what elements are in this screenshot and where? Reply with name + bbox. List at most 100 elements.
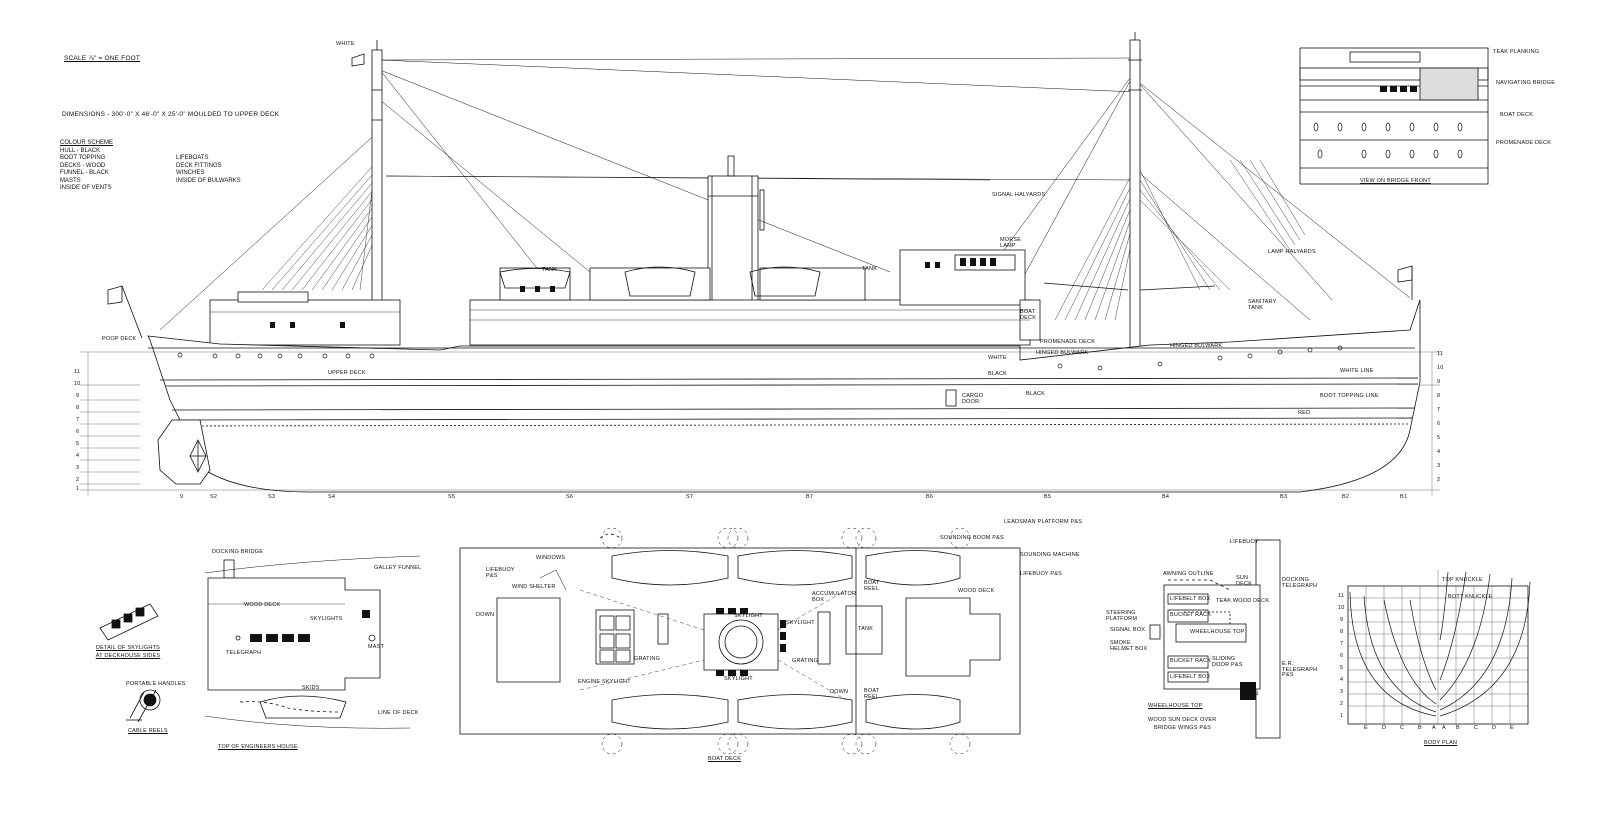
label-bridge-promenade-deck: PROMENADE DECK (1496, 140, 1552, 146)
aft-mast (351, 40, 383, 341)
cable-reel (126, 689, 161, 723)
label-skylight-side: SKYLIGHT (786, 620, 815, 626)
label-galley-funnel: GALLEY FUNNEL (374, 565, 422, 571)
colour-scheme-title: COLOUR SCHEME (60, 140, 114, 146)
colour-item: DECKS - WOOD (60, 162, 106, 169)
bp-wl: 2 (1340, 701, 1344, 707)
bp-wl: 9 (1340, 617, 1344, 623)
label-skylight-bottom: SKYLIGHT (724, 676, 753, 682)
bridge-front-view (1299, 47, 1489, 185)
wl-mark: 6 (76, 429, 80, 435)
colour-scheme-left: COLOUR SCHEME HULL - BLACK BOOT TOPPING … (60, 140, 113, 193)
bridge-front-caption: VIEW ON BRIDGE FRONT (1360, 178, 1431, 184)
label-skylight-top: SKYLIGHT (734, 613, 763, 619)
label-wood-deck-plan: WOOD DECK (958, 588, 995, 594)
label-smoke-helmet-box: SMOKE HELMET BOX (1110, 640, 1148, 652)
label-lifebelt-box-top: LIFEBELT BOX (1170, 596, 1211, 602)
colour-scheme-right: LIFEBOATS DECK FITTINGS WINCHES INSIDE O… (176, 155, 241, 185)
station-mark: S3 (268, 494, 276, 500)
wl-mark: 9 (1437, 379, 1441, 385)
label-white-line: WHITE LINE (1340, 368, 1374, 374)
engineers-house-caption: TOP OF ENGINEERS HOUSE (218, 744, 298, 750)
label-sanitary-tank: SANITARY TANK (1248, 299, 1277, 311)
label-skylights: SKYLIGHTS (310, 616, 343, 622)
wl-mark: 1 (76, 486, 80, 492)
wl-mark: 3 (76, 465, 80, 471)
station-mark: B4 (1162, 494, 1170, 500)
label-grating-aft: GRATING (634, 656, 661, 662)
boat-deck-caption: BOAT DECK (708, 756, 742, 762)
wheelhouse-caption-1: WHEELHOUSE TOP (1148, 703, 1203, 709)
label-leadsman-platform: LEADSMAN PLATFORM P&S (1004, 519, 1083, 525)
portholes-superstructure (270, 258, 996, 328)
label-bucket-rack-top: BUCKET RACK (1170, 612, 1212, 618)
wl-mark: 10 (1437, 365, 1444, 371)
station-mark: 9 (180, 494, 184, 500)
wl-mark: 5 (1437, 435, 1441, 441)
wheelhouse-caption-2: WOOD SUN DECK OVER (1148, 717, 1217, 723)
colour-item: BOOT TOPPING (60, 155, 106, 161)
label-hinged-bulwark-2: HINGED BULWARK (1170, 343, 1223, 349)
skylight-caption-1: DETAIL OF SKYLIGHTS (95, 645, 160, 651)
label-docking-bridge: DOCKING BRIDGE (212, 549, 264, 555)
label-sounding-machine: SOUNDING MACHINE (1020, 552, 1080, 558)
bp-wl: 1 (1340, 713, 1344, 719)
bp-buttock: A (1432, 725, 1436, 731)
colour-item: HULL - BLACK (60, 147, 101, 154)
colour-item: INSIDE OF VENTS (60, 185, 112, 191)
waterline-grid (80, 351, 1440, 495)
colour-item: DECK FITTINGS (176, 162, 222, 169)
engineers-house-plan (204, 555, 421, 729)
bp-wl: 11 (1338, 593, 1345, 599)
label-tank-aft: TANK (542, 267, 558, 273)
label-bott-knuckle: BOTT KNUCKLE (1448, 594, 1493, 600)
label-telegraph: TELEGRAPH (226, 650, 262, 656)
wl-mark: 5 (76, 441, 80, 447)
bp-buttock: C (1400, 725, 1405, 731)
label-bucket-rack-bottom: BUCKET RACK (1170, 658, 1212, 664)
label-engine-skylight: ENGINE SKYLIGHT (578, 679, 631, 685)
bp-wl: 6 (1340, 653, 1344, 659)
funnel (707, 155, 765, 302)
wheelhouse-plan (1149, 539, 1281, 739)
wl-mark: 7 (76, 417, 80, 423)
dimensions-note: DIMENSIONS - 300'-0" x 46'-0" x 25'-0" M… (62, 111, 280, 118)
rudder-propeller (157, 419, 211, 485)
label-lifebuoy-ps-aft: LIFEBUOY P&S (486, 567, 515, 579)
label-sounding-boom: SOUNDING BOOM P&S (940, 535, 1004, 541)
label-docking-telegraph: DOCKING TELEGRAPH (1282, 577, 1318, 589)
label-cable-reels: CABLE REELS (128, 728, 168, 734)
label-wood-deck-eh: WOOD DECK (244, 602, 281, 608)
label-top-knuckle: TOP KNUCKLE (1442, 577, 1483, 583)
wl-mark: 10 (74, 381, 81, 387)
bp-buttock: D (1382, 725, 1387, 731)
station-mark: B7 (806, 494, 814, 500)
label-sliding-door: SLIDING DOOR P&S (1212, 656, 1243, 668)
wl-mark: 8 (1437, 393, 1441, 399)
station-mark: B2 (1342, 494, 1350, 500)
bp-wl: 4 (1340, 677, 1344, 683)
station-mark: B1 (1400, 494, 1408, 500)
label-boat-deck: BOAT DECK (1020, 309, 1037, 321)
bp-wl: 10 (1338, 605, 1345, 611)
label-white-flag: WHITE (336, 41, 355, 47)
hull-profile (147, 299, 1421, 493)
bp-wl: 3 (1340, 689, 1344, 695)
bp-buttock: D (1492, 725, 1497, 731)
label-red: RED (1298, 410, 1311, 416)
label-boot-topping-line: BOOT TOPPING LINE (1320, 393, 1379, 399)
bp-wl: 5 (1340, 665, 1344, 671)
stern-ensign (107, 285, 123, 305)
colour-item: INSIDE OF BULWARKS (176, 177, 241, 184)
skylight-detail (99, 603, 159, 641)
bp-buttock: B (1456, 725, 1460, 731)
bp-buttock: A (1442, 725, 1446, 731)
label-wheelhouse-top-inner: WHEELHOUSE TOP (1190, 629, 1245, 635)
bp-buttock: B (1418, 725, 1422, 731)
rigging (159, 57, 1411, 331)
label-bridge-boat-deck: BOAT DECK (1500, 112, 1534, 118)
label-signal-box: SIGNAL BOX (1110, 627, 1146, 633)
label-boat-reel-bottom: BOAT REEL (864, 688, 880, 700)
label-grating-fwd: GRATING (792, 658, 819, 664)
